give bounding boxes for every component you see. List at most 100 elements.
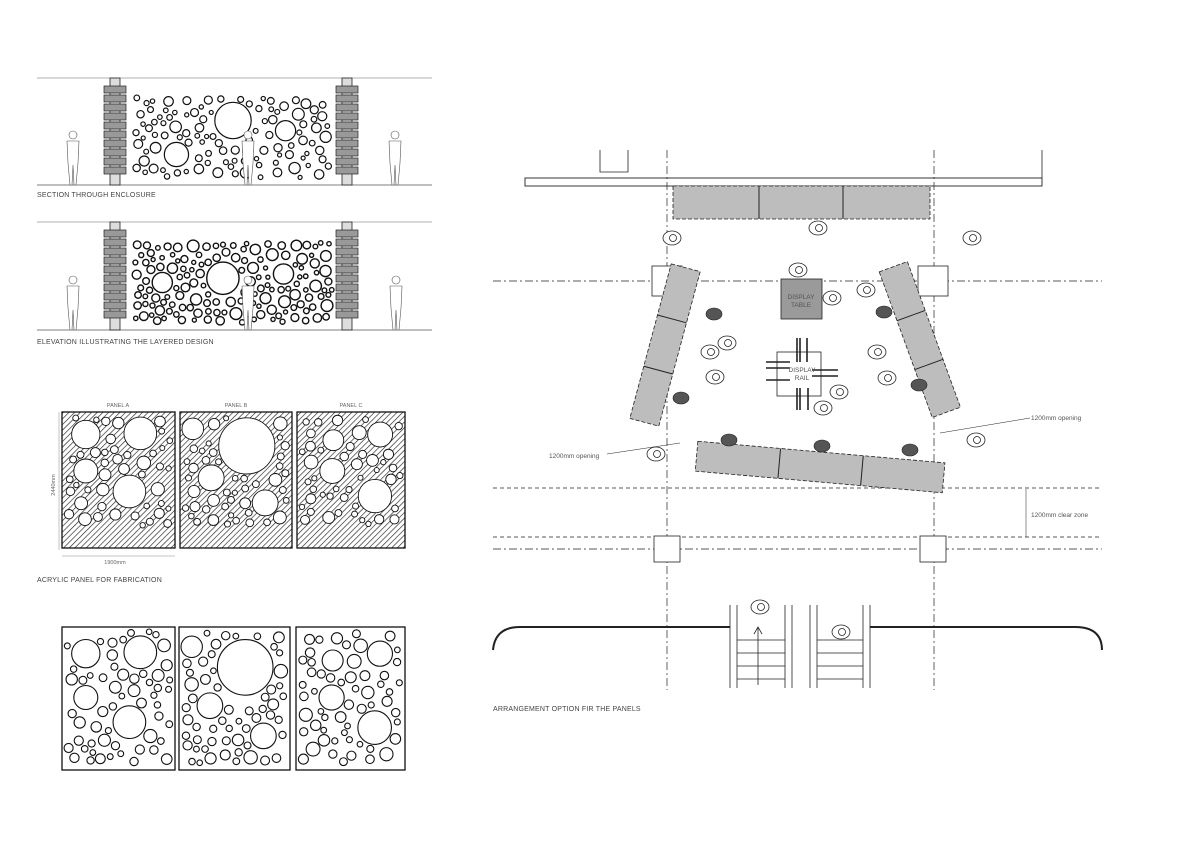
perforation [86,672,94,679]
perforation [255,274,262,281]
perforation [166,113,174,121]
perforation [321,287,328,294]
perforation [234,748,243,757]
perforation [163,141,190,168]
perforation [65,486,76,497]
perforation [90,721,103,733]
perforation [264,282,271,289]
perforation [185,668,195,677]
perforation [365,754,375,765]
perforation [192,735,202,745]
perforation [319,130,332,144]
perforation [129,673,140,685]
perforation [142,241,152,250]
perforation [146,106,155,114]
perforation [257,256,264,263]
perforation [119,635,128,644]
perforation [196,759,204,767]
perforation [245,518,255,528]
perforation [213,308,221,317]
plan-people [646,220,986,640]
perforation [110,741,121,751]
perforation [320,298,334,313]
perforation [159,254,166,261]
perforation [207,736,217,747]
perforation [212,167,224,179]
perforation [277,285,286,294]
perforation [73,735,84,746]
perforation [244,706,254,716]
perforation [207,494,220,507]
perforation [291,96,301,105]
perforation [249,243,262,256]
perforation [240,474,248,483]
perforation [151,668,165,682]
perforation [152,630,160,639]
perforation [98,673,108,683]
perforation [212,242,220,250]
perforation [267,114,278,125]
perforation [240,256,249,265]
perforation [172,242,183,253]
section-drawing: SECTION THROUGH ENCLOSURE [37,77,432,199]
perforation [314,145,325,156]
perforation [163,96,174,107]
perforation [87,739,96,748]
perforation [296,252,309,265]
perforation [321,649,344,672]
perforation [154,415,166,428]
perforation [93,416,100,423]
perforation [285,285,292,292]
perforation [230,252,241,263]
perforation [136,109,145,119]
perforation [198,104,205,110]
perforation [296,300,305,309]
perforation [388,463,398,473]
perforation [142,293,149,300]
perforation [274,119,297,142]
perforation [357,478,393,514]
perforation [298,135,308,146]
perforation [319,458,346,484]
perforation [341,640,352,650]
perforation [129,756,139,767]
perforation [158,427,166,435]
perforation [330,632,344,645]
perforation [302,307,310,315]
panel-top [672,185,931,220]
perforation [182,96,192,106]
perforation [384,630,396,642]
perforation [353,638,368,654]
perforation [146,264,156,275]
perforation [181,731,191,740]
perforation [210,638,222,650]
perforation [301,316,310,325]
perforation [67,708,77,719]
opening-right-label: 1200mm opening [1031,415,1082,422]
perforation [297,174,303,181]
perforation [156,737,165,745]
perforation [165,720,174,729]
perforation [326,492,334,500]
perforation [69,665,78,673]
perforation [351,684,360,693]
perforation [193,163,205,175]
perforation [65,673,78,686]
panel-b-label: PANEL B [225,403,248,409]
perforation [187,693,198,704]
perforation [268,106,275,113]
perforation [300,155,306,161]
perforation [331,737,339,745]
perforation [145,517,154,526]
person-figure [388,140,402,186]
perforation [365,520,372,528]
seated-person-icon [875,305,893,319]
perforation [312,243,319,250]
perforation [379,747,394,762]
perforation [205,440,212,447]
perforation [305,741,321,757]
perforation [356,703,367,714]
perforation [260,755,271,766]
perforation [356,740,364,748]
perforation [362,416,369,423]
